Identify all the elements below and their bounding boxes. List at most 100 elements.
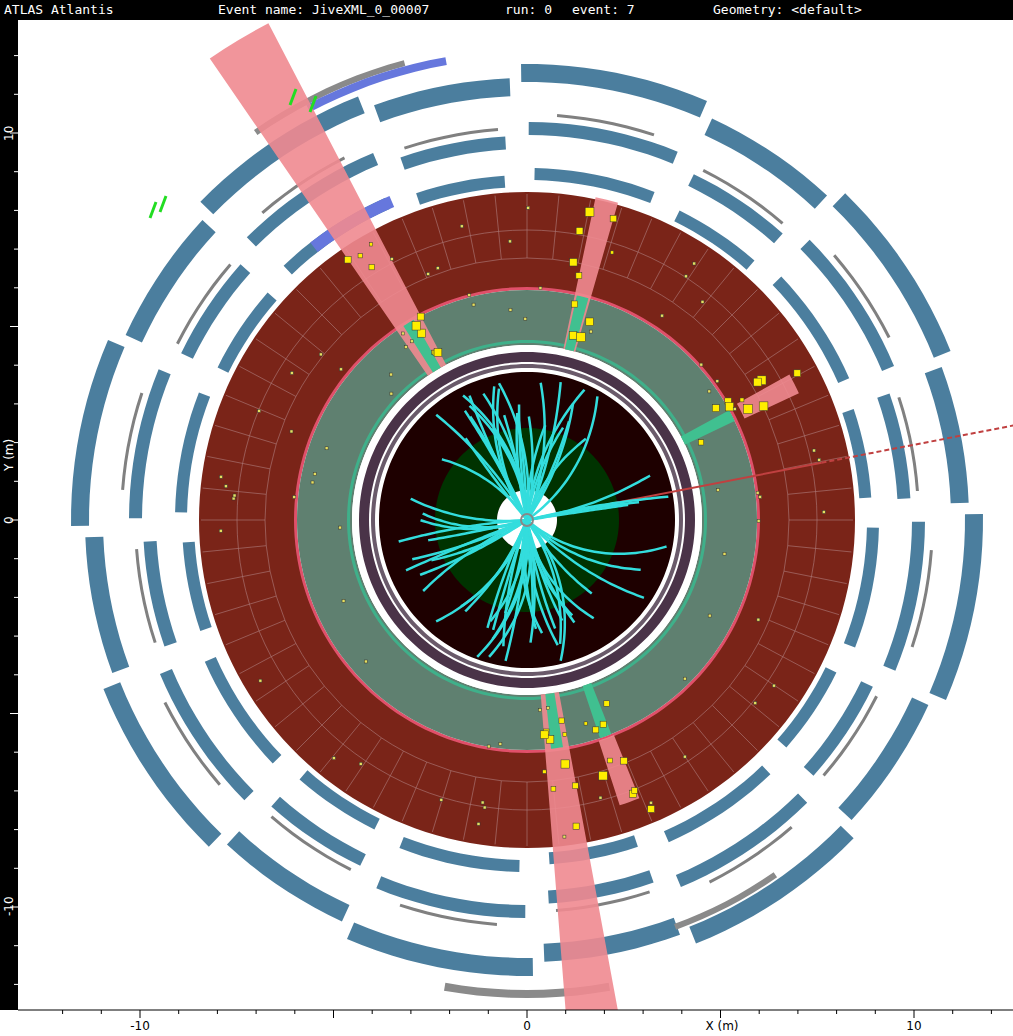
particle-track (497, 389, 527, 520)
particle-track (483, 394, 527, 520)
energy-deposit (818, 458, 821, 461)
energy-deposit (813, 449, 816, 452)
energy-deposit (417, 329, 425, 337)
energy-deposit (551, 786, 556, 791)
energy-deposit (683, 755, 686, 758)
energy-deposit (632, 788, 638, 794)
muon-chamber (160, 669, 254, 800)
energy-deposit (390, 373, 393, 376)
energy-deposit (259, 679, 262, 682)
y-tick (14, 752, 18, 753)
energy-deposit (608, 758, 613, 763)
cell-border (203, 546, 267, 552)
particle-track (436, 415, 527, 520)
energy-deposit (712, 405, 719, 412)
muon-hit (160, 196, 166, 212)
muon-chamber (376, 876, 525, 918)
geometry: Geometry: <default> (713, 2, 862, 17)
energy-deposit (693, 262, 696, 265)
energy-deposit (481, 801, 484, 804)
muon-chamber-gray (674, 872, 777, 929)
muon-trigger-chamber (911, 550, 933, 648)
x-tick-label: -10 (130, 1019, 150, 1034)
y-tick (14, 829, 18, 830)
cell-border (463, 777, 475, 840)
energy-deposit (436, 267, 439, 270)
muon-chamber (144, 541, 177, 647)
cell-border (402, 762, 426, 821)
energy-deposit (417, 313, 424, 320)
energy-deposit (460, 225, 463, 228)
jet-tower (737, 375, 799, 419)
energy-deposit (369, 243, 372, 246)
cell-border (463, 200, 475, 263)
x-tick (488, 1010, 489, 1014)
energy-deposit (599, 771, 608, 780)
energy-deposit (472, 303, 475, 306)
cell-border (320, 723, 361, 772)
cell-border (296, 289, 341, 334)
cell-border (730, 686, 779, 727)
muon-chamber (800, 240, 894, 371)
cell-border (256, 339, 309, 375)
energy-deposit (477, 822, 480, 825)
energy-deposit (369, 264, 374, 269)
energy-deposit (716, 380, 719, 383)
energy-deposit (293, 496, 296, 499)
muon-trigger-chamber (121, 393, 143, 491)
cell-border (402, 219, 426, 278)
energy-deposit (402, 332, 405, 335)
cell-border (275, 313, 324, 354)
x-tick (759, 1010, 760, 1014)
muon-chamber (521, 64, 707, 118)
energy-deposit (717, 489, 720, 492)
x-tick (681, 1010, 682, 1014)
energy-deposit (759, 495, 762, 498)
y-tick (14, 55, 18, 56)
x-axis-title: X (m) (705, 1019, 738, 1034)
cell-border (207, 456, 270, 468)
x-tick (217, 1010, 218, 1014)
cell-layer (237, 230, 817, 810)
cell-border (495, 196, 501, 260)
cell-border (275, 686, 324, 727)
energy-deposit (744, 405, 753, 414)
muon-chamber (85, 537, 129, 673)
muon-chamber (676, 793, 807, 887)
cell-border (432, 771, 451, 832)
energy-deposit (559, 718, 564, 723)
header-bar (0, 0, 1013, 20)
event-number: event: 7 (572, 2, 635, 17)
track-group (399, 382, 669, 661)
cell-border (693, 268, 734, 317)
energy-deposit (569, 332, 577, 340)
energy-deposit (600, 721, 606, 727)
energy-deposit (290, 372, 293, 375)
energy-deposit (585, 208, 594, 217)
energy-deposit (683, 677, 686, 680)
muon-chamber (347, 922, 533, 976)
x-tick (101, 1010, 102, 1014)
energy-deposit (723, 552, 726, 555)
energy-deposit (220, 475, 223, 478)
jet-tower (541, 692, 629, 1010)
y-tick (14, 636, 18, 637)
cell-border (495, 781, 501, 845)
energy-deposit (311, 481, 314, 484)
em-presampler (347, 340, 707, 700)
energy-deposit (563, 835, 566, 838)
energy-deposit (468, 294, 471, 297)
cell-border (201, 520, 265, 521)
energy-deposit (698, 440, 703, 445)
energy-deposit (740, 398, 744, 402)
energy-deposit (621, 758, 628, 765)
y-tick (14, 597, 18, 598)
y-tick (14, 558, 18, 559)
cell-border (673, 738, 709, 791)
energy-deposit (650, 801, 653, 804)
energy-deposit (604, 701, 610, 707)
energy-deposit (527, 206, 530, 209)
x-tick (836, 1010, 837, 1014)
energy-deposit (773, 684, 776, 687)
